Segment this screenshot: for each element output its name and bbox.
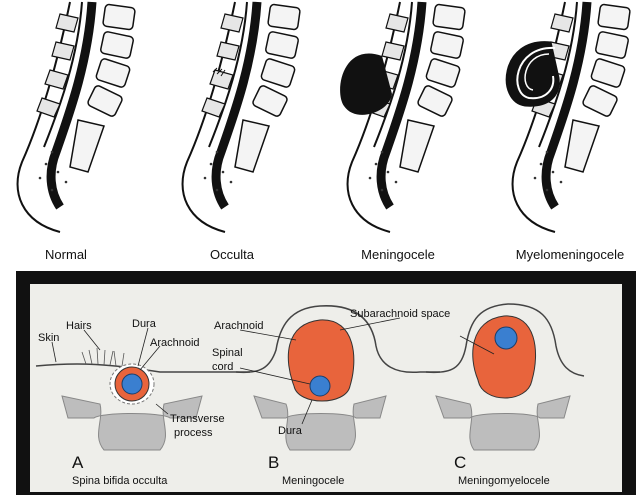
ann-hairs: Hairs [66, 320, 92, 332]
ann-arachnoid-a: Arachnoid [150, 337, 200, 349]
ann-dura-b: Dura [278, 425, 303, 437]
vertebra-c [435, 395, 571, 451]
spine-myelomeningocele [505, 2, 630, 232]
panel-a: A Spina bifida occulta [35, 347, 250, 487]
letter-a: A [72, 453, 84, 472]
myelomeningocele-sac [505, 41, 560, 107]
meningocele-sac [340, 53, 392, 115]
label-occulta: Occulta [210, 247, 255, 262]
ann-cord: cord [212, 361, 233, 373]
cord-a [121, 373, 143, 395]
label-meningocele: Meningocele [361, 247, 435, 262]
sac-c [472, 315, 537, 399]
letter-b: B [268, 453, 279, 472]
ann-spinal: Spinal [212, 347, 243, 359]
letter-c: C [454, 453, 466, 472]
panel-b: B Meningocele [235, 305, 440, 487]
ann-arachnoid-b: Arachnoid [214, 320, 264, 332]
cord-b [309, 375, 331, 397]
spine-occulta [183, 2, 301, 232]
caption-b: Meningocele [282, 475, 344, 487]
sac-b [287, 319, 355, 402]
panel-c: C Meningomyelocele [425, 303, 585, 487]
ann-skin: Skin [38, 332, 59, 344]
spine-meningocele [340, 2, 465, 232]
ann-transverse: Transverse [170, 413, 225, 425]
caption-a: Spina bifida occulta [72, 475, 168, 487]
ann-process: process [174, 427, 213, 439]
label-myelomeningocele: Myelomeningocele [516, 247, 624, 262]
ann-dura-a: Dura [132, 318, 157, 330]
label-normal: Normal [45, 247, 87, 262]
caption-c: Meningomyelocele [458, 475, 550, 487]
ann-subarachnoid: Subarachnoid space [350, 308, 450, 320]
cord-c [494, 326, 518, 350]
spine-normal [18, 2, 136, 232]
vertebra-b [253, 395, 387, 451]
vertebra-a [61, 395, 203, 451]
